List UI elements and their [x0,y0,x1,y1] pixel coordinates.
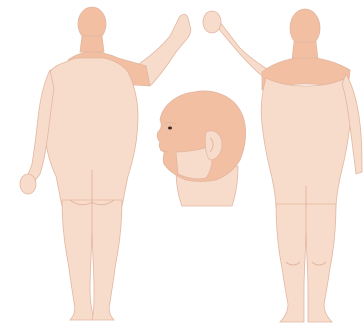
front-left-leg [276,204,306,322]
back-left-leg [62,200,94,320]
back-left-hand [20,174,36,194]
back-torso [44,58,138,206]
head-profile [157,91,245,206]
back-right-leg [92,200,122,320]
back-neck [80,36,104,52]
front-right-leg [306,204,336,322]
front-raised-hand [203,11,221,33]
front-neck [292,42,318,60]
profile-eye [168,127,172,130]
front-head [290,9,320,47]
